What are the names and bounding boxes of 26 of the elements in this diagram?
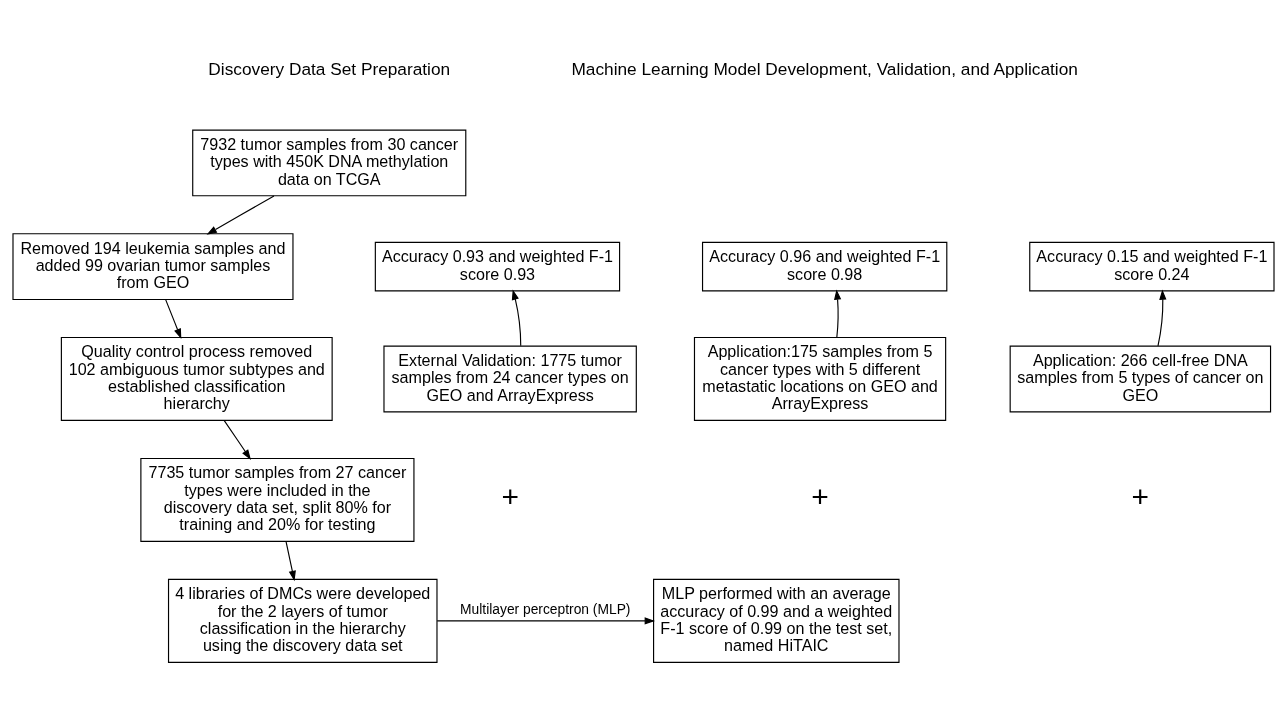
- node-box: External Validation: 1775 tumor samples from 24 cancer types on GEO and ArrayExpress: [383, 345, 637, 412]
- arrow: [511, 288, 522, 346]
- label: Discovery Data Set Preparation: [208, 58, 451, 79]
- node-box: MLP performed with an average accuracy of 0.99 and a weighted F-1 score of 0.99 on the test set, named HiTAIC: [653, 578, 900, 663]
- edge-label: Multilayer perceptron (MLP): [460, 600, 631, 617]
- arrow: [165, 298, 182, 339]
- arrow: [1157, 288, 1167, 346]
- node-box: 4 libraries of DMCs were developed for the 2 layers of tumor classification in the hierarchy using the discovery data set: [167, 578, 438, 663]
- label: +: [501, 479, 519, 513]
- arrow: [436, 616, 655, 625]
- arrow: [206, 194, 275, 235]
- label: Machine Learning Model Development, Validation, and Application: [571, 58, 1078, 79]
- node-box: Accuracy 0.96 and weighted F-1 score 0.98: [701, 241, 948, 291]
- arrow: [834, 288, 842, 338]
- node-box: Quality control process removed 102 ambiguous tumor subtypes and established classification hierarchy: [60, 336, 333, 421]
- node-box: Accuracy 0.15 and weighted F-1 score 0.24: [1029, 241, 1275, 291]
- node-box: Accuracy 0.93 and weighted F-1 score 0.93: [374, 241, 621, 291]
- arrow: [285, 540, 296, 581]
- node-box: Removed 194 leukemia samples and added 99 ovarian tumor samples from GEO: [12, 232, 294, 300]
- node-box: 7932 tumor samples from 30 cancer types with 450K DNA methylation data on TCGA: [192, 129, 467, 196]
- node-box: 7735 tumor samples from 27 cancer types were included in the discovery data set, split 80% for training and 20% for testing: [140, 457, 415, 542]
- node-box: Application:175 samples from 5 cancer types with 5 different metastatic locations on GEO and ArrayExpress: [693, 336, 947, 421]
- label: +: [811, 479, 829, 513]
- node-box: Application: 266 cell-free DNA samples from 5 types of cancer on GEO: [1009, 345, 1272, 412]
- label: +: [1131, 479, 1150, 513]
- arrow: [223, 419, 251, 460]
